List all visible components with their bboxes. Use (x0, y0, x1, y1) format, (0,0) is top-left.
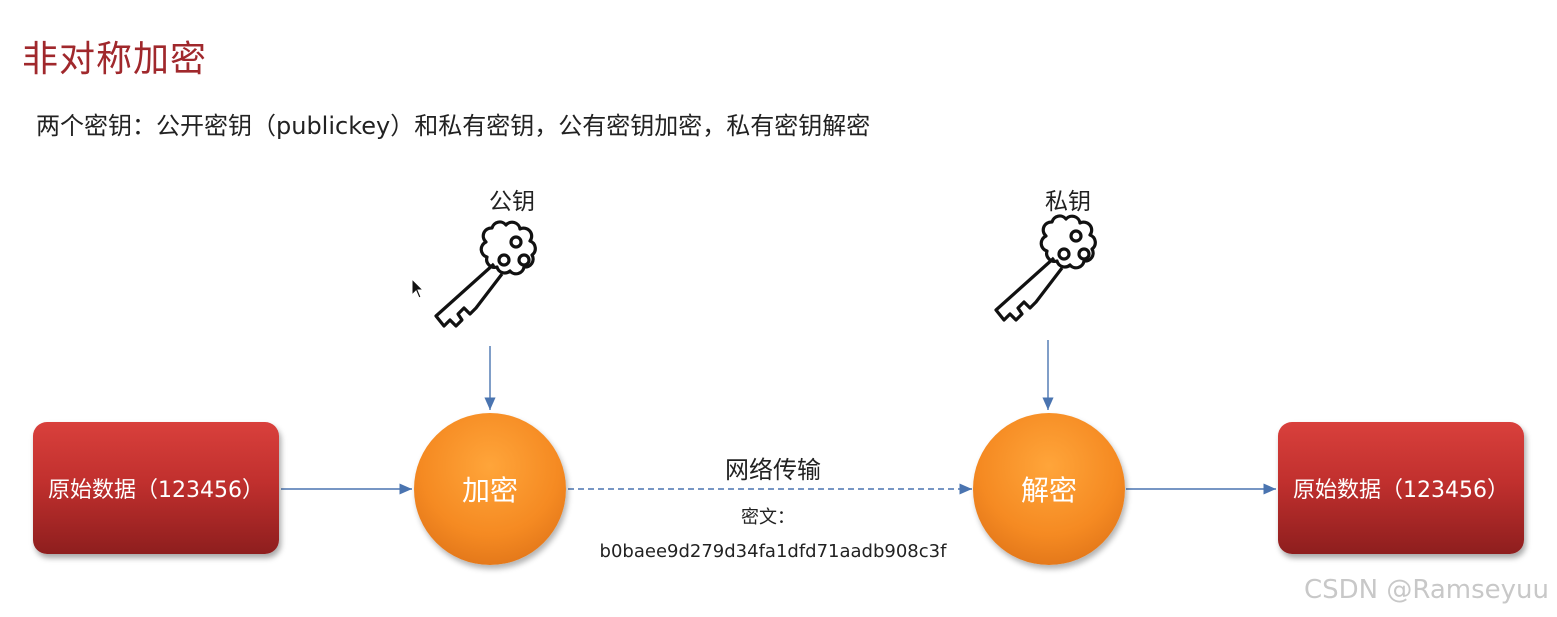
result-data-box: 原始数据（123456） (1278, 422, 1524, 554)
ciphertext-label: 密文： (741, 507, 795, 528)
encrypt-label: 加密 (461, 474, 518, 507)
mouse-cursor-icon (411, 278, 425, 299)
private-key-icon (994, 214, 1097, 322)
watermark: CSDN @Ramseyuu (1303, 575, 1549, 605)
source-data-box: 原始数据（123456） (33, 422, 279, 554)
result-data-label: 原始数据（123456） (1293, 478, 1509, 503)
page-title: 非对称加密 (22, 39, 208, 80)
ciphertext-value: b0baee9d279d34fa1dfd71aadb908c3f (599, 541, 947, 562)
decrypt-label: 解密 (1020, 474, 1077, 507)
private-key-label: 私钥 (1045, 189, 1091, 215)
source-data-label: 原始数据（123456） (48, 478, 264, 503)
encrypt-node: 加密 (414, 413, 566, 565)
public-key-label: 公钥 (489, 189, 535, 215)
public-key-icon (434, 220, 537, 328)
network-transfer-label: 网络传输 (725, 456, 821, 484)
decrypt-node: 解密 (973, 413, 1125, 565)
page-subtitle: 两个密钥：公开密钥（publickey）和私有密钥，公有密钥加密，私有密钥解密 (36, 112, 871, 140)
